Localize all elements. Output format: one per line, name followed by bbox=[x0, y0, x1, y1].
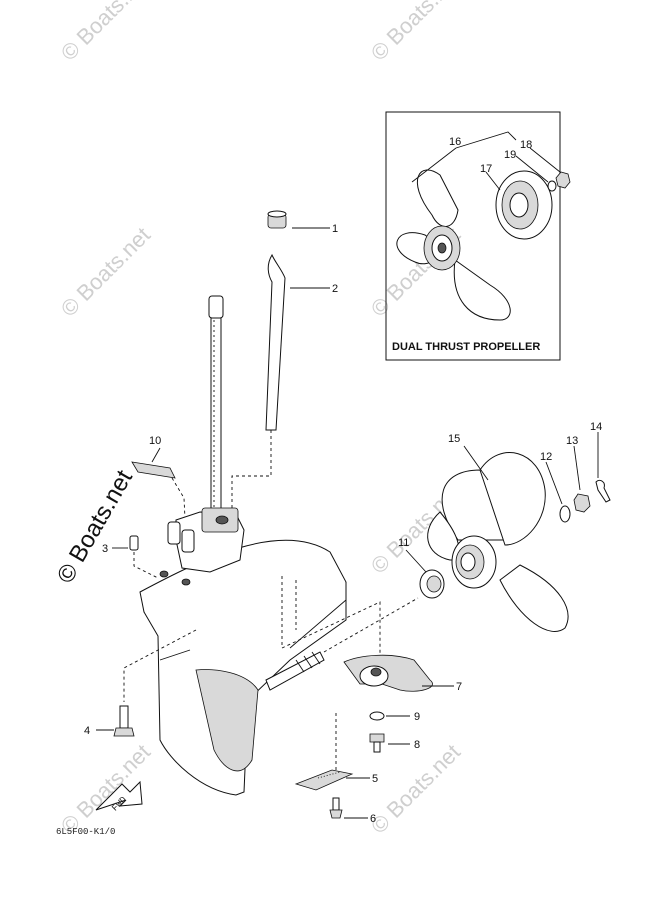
callout-18: 18 bbox=[520, 139, 532, 151]
part-6-screw: 6 bbox=[329, 797, 376, 825]
callout-15: 15 bbox=[448, 433, 460, 445]
callout-8: 8 bbox=[414, 739, 420, 751]
part-2-hose: 2 bbox=[231, 253, 338, 515]
part-15-propeller: 15 bbox=[427, 433, 569, 632]
watermarks: © Boats.net © Boats.net © Boats.net © Bo… bbox=[56, 0, 465, 839]
part-4-bolt: 4 bbox=[84, 705, 135, 737]
drawing-code: 6L5F00-K1/0 bbox=[56, 827, 115, 837]
callout-14: 14 bbox=[590, 421, 602, 433]
callout-3: 3 bbox=[102, 543, 108, 555]
callout-12: 12 bbox=[540, 451, 552, 463]
part-14-cotter-pin: 14 bbox=[590, 421, 611, 503]
callout-2: 2 bbox=[332, 283, 338, 295]
main-watermark: © Boats.net bbox=[52, 465, 138, 588]
lower-casing bbox=[123, 507, 419, 796]
part-9-washer: 9 bbox=[369, 711, 420, 723]
part-13-nut: 13 bbox=[566, 435, 591, 513]
part-1-grommet: 1 bbox=[267, 210, 338, 235]
callout-6: 6 bbox=[370, 813, 376, 825]
callout-1: 1 bbox=[332, 223, 338, 235]
callout-7: 7 bbox=[456, 681, 462, 693]
callout-5: 5 bbox=[372, 773, 378, 785]
callout-17: 17 bbox=[480, 163, 492, 175]
watermark: © Boats.net bbox=[366, 0, 465, 66]
part-12-washer: 12 bbox=[540, 451, 571, 523]
watermark: © Boats.net bbox=[56, 222, 155, 321]
part-11-washer: 11 bbox=[398, 537, 445, 599]
callout-11: 11 bbox=[398, 537, 409, 549]
part-5-plate: 5 bbox=[294, 710, 378, 791]
dual-thrust-inset: 16 17 18 19 DUAL THRUST PROPELLER bbox=[385, 111, 571, 361]
watermark: © Boats.net bbox=[366, 739, 465, 838]
drive-shaft bbox=[208, 295, 224, 519]
part-7-trim-tab: 7 bbox=[343, 654, 462, 693]
callout-4: 4 bbox=[84, 725, 90, 737]
part-8-bolt: 8 bbox=[369, 733, 420, 753]
part-3-pin: 3 bbox=[102, 535, 159, 579]
inset-title: DUAL THRUST PROPELLER bbox=[392, 341, 540, 353]
watermark: © Boats.net bbox=[56, 0, 155, 66]
callout-19: 19 bbox=[504, 149, 516, 161]
callout-13: 13 bbox=[566, 435, 578, 447]
callout-16: 16 bbox=[449, 136, 461, 148]
callout-9: 9 bbox=[414, 711, 420, 723]
part-10-plate: 10 bbox=[131, 435, 187, 541]
callout-10: 10 bbox=[149, 435, 161, 447]
